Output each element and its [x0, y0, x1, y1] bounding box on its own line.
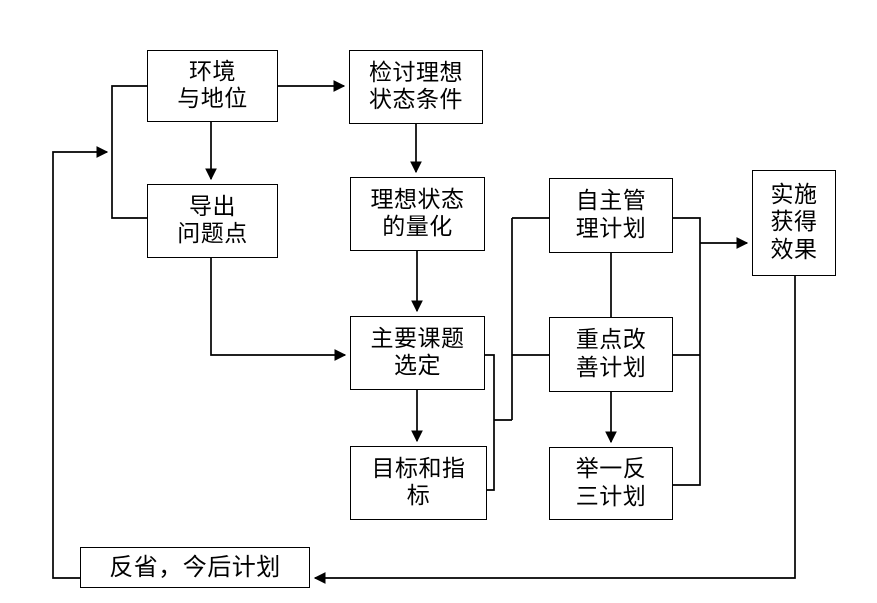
node-key-improvement-plan-line1: 重点改 — [575, 327, 647, 354]
node-select-main-subject-line2: 选定 — [394, 353, 441, 379]
node-derive-problem-points-line2: 问题点 — [177, 221, 248, 247]
node-implement-obtain-effect-line1: 实施 — [770, 182, 818, 209]
node-implement-obtain-effect[interactable]: 实施 获得 效果 — [752, 170, 836, 276]
node-key-improvement-plan[interactable]: 重点改 善计划 — [549, 317, 673, 392]
node-goal-and-indicator-line1: 目标和指 — [371, 455, 466, 482]
node-reflection-future-plan[interactable]: 反省，今后计划 — [80, 547, 310, 588]
node-goal-and-indicator[interactable]: 目标和指 标 — [350, 446, 487, 520]
connector-left-bracket — [111, 85, 147, 219]
node-env-status-line1: 环境 — [189, 58, 236, 85]
node-extend-plan-line1: 举一反 — [575, 456, 647, 483]
node-review-ideal-conditions-line1: 检讨理想 — [369, 59, 463, 86]
node-review-ideal-conditions[interactable]: 检讨理想 状态条件 — [349, 50, 483, 124]
node-derive-problem-points[interactable]: 导出 问题点 — [147, 184, 278, 258]
node-implement-obtain-effect-line3: 效果 — [770, 236, 818, 263]
connector-derive-to-select — [210, 258, 347, 361]
node-env-status[interactable]: 环境 与地位 — [147, 50, 278, 122]
node-quantify-ideal-state-line1: 理想状态 — [370, 186, 465, 213]
node-select-main-subject[interactable]: 主要课题 选定 — [350, 316, 485, 390]
node-env-status-line2: 与地位 — [177, 86, 248, 112]
node-key-improvement-plan-line2: 善计划 — [575, 354, 647, 381]
connector-right-bracket — [673, 217, 701, 486]
node-autonomous-management-plan-line1: 自主管 — [575, 188, 647, 215]
node-reflection-future-plan-line1: 反省，今后计划 — [109, 553, 281, 582]
node-quantify-ideal-state[interactable]: 理想状态 的量化 — [350, 177, 485, 251]
node-select-main-subject-line1: 主要课题 — [370, 325, 465, 352]
node-extend-plan-line2: 三计划 — [575, 483, 647, 510]
node-extend-plan[interactable]: 举一反 三计划 — [549, 447, 673, 520]
connector-reflection-to-env — [52, 146, 109, 579]
node-quantify-ideal-state-line2: 的量化 — [382, 214, 453, 240]
node-implement-obtain-effect-line2: 获得 — [770, 209, 818, 236]
node-derive-problem-points-line1: 导出 — [189, 193, 236, 220]
node-autonomous-management-plan-line2: 理计划 — [575, 215, 647, 242]
node-goal-and-indicator-line2: 标 — [406, 483, 431, 509]
node-review-ideal-conditions-line2: 状态条件 — [369, 87, 463, 113]
node-autonomous-management-plan[interactable]: 自主管 理计划 — [549, 178, 673, 253]
